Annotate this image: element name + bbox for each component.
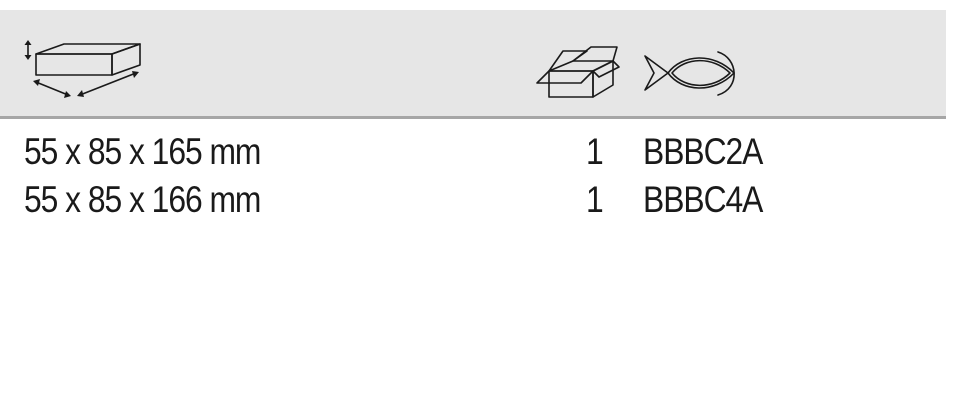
fish-icon [642,46,742,100]
dimensions-value: 55 x 85 x 165 mm [24,131,261,172]
table-row: 55 x 85 x 165 mm 1 BBBC2A [0,127,946,177]
table-row: 55 x 85 x 166 mm 1 BBBC4A [0,175,946,225]
quantity-value: 1 [586,131,604,172]
packaging-box-icon [533,45,621,101]
dimensions-icon [22,38,150,104]
dimensions-value: 55 x 85 x 166 mm [24,179,261,220]
product-code: BBBC4A [643,179,763,220]
quantity-value: 1 [586,179,604,220]
product-code: BBBC2A [643,131,763,172]
table-header [0,10,946,119]
